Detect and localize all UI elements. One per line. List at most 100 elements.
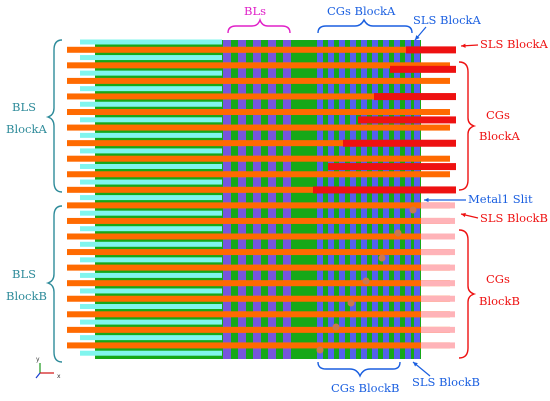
cyan-tab (80, 179, 100, 185)
contact-dot (316, 346, 324, 354)
orange-line (67, 326, 450, 333)
left-brace-a (45, 39, 63, 193)
cyan-tab (80, 288, 100, 294)
bls-label-b: BLS (12, 267, 36, 281)
sls-blocka-bar (374, 93, 456, 101)
bl-stripe (253, 40, 261, 359)
cyan-line (95, 101, 222, 107)
axis-y-label: y (36, 356, 40, 363)
cg-stripe (317, 40, 323, 359)
axis-x-label: x (57, 373, 61, 380)
cgs-right-label-b: CGs (486, 272, 510, 286)
orange-line (67, 186, 450, 193)
cgs-blockb-bottom-label: CGs BlockB (331, 381, 400, 395)
right-brace-a (458, 61, 477, 191)
contact-dot (378, 254, 386, 262)
sls-blockb-tab (421, 342, 455, 349)
sls-blocka-bar (313, 186, 456, 194)
sls-blockb-bottom-label: SLS BlockB (412, 375, 480, 389)
orange-line (67, 217, 450, 224)
cyan-line (95, 55, 222, 61)
orange-line (67, 155, 450, 162)
cyan-tab (80, 163, 100, 169)
cyan-tab (80, 148, 100, 154)
contact-dot (394, 229, 402, 237)
cyan-tab (80, 257, 100, 263)
cyan-line (95, 272, 222, 278)
sls-blockb-tab (421, 249, 455, 256)
sls-blockb-arrow-head (461, 212, 466, 218)
contact-dot (409, 206, 417, 214)
orange-line (67, 124, 450, 131)
cyan-tab (80, 226, 100, 232)
orange-line (67, 93, 450, 100)
sls-blocka-top-arrow-head (415, 35, 420, 40)
sls-blockb-tab (421, 280, 455, 287)
contact-dot (347, 299, 355, 307)
cyan-line (95, 226, 222, 232)
orange-line (67, 233, 450, 240)
orange-line (67, 249, 450, 256)
cg-stripe (350, 40, 356, 359)
cyan-tab (80, 350, 100, 356)
cg-stripe (394, 40, 400, 359)
cyan-line (95, 335, 222, 341)
bls-top-label: BLs (244, 4, 266, 18)
cyan-tab (80, 319, 100, 325)
orange-line (67, 171, 450, 178)
cyan-tab (80, 117, 100, 123)
orange-line (67, 264, 450, 271)
cyan-line (95, 148, 222, 154)
cg-stripe (372, 40, 378, 359)
sls-blockb-tab (421, 326, 455, 333)
orange-line (67, 311, 450, 318)
orange-line (67, 280, 450, 287)
cyan-tab (80, 55, 100, 61)
sls-blocka-bar (343, 139, 456, 147)
cyan-tab (80, 195, 100, 201)
cgs-top-brace (317, 18, 413, 34)
blocka-right-label: BlockA (479, 129, 520, 143)
metal1-slit-label: Metal1 Slit (468, 192, 533, 206)
cgs-right-label-a: CGs (486, 108, 510, 122)
cyan-line (95, 257, 222, 263)
cyan-line (95, 319, 222, 325)
sls-blocka-top-label: SLS BlockA (413, 13, 481, 27)
cyan-line (95, 117, 222, 123)
contact-dot (332, 323, 340, 331)
cyan-tab (80, 86, 100, 92)
orange-line (67, 46, 450, 53)
bls-label-a: BLS (12, 100, 36, 114)
orange-line (67, 295, 450, 302)
cyan-line (95, 304, 222, 310)
sls-blockb-bottom-arrow-head (413, 362, 418, 367)
cyan-line (95, 210, 222, 216)
orange-line (67, 140, 450, 147)
orange-line (67, 109, 450, 116)
cgs-bottom-brace (317, 361, 401, 378)
axis-z-line (35, 372, 41, 379)
bl-stripe (223, 40, 231, 359)
cyan-line (95, 163, 222, 169)
sls-blockb-tab (421, 295, 455, 302)
orange-line (67, 342, 450, 349)
cyan-line (95, 288, 222, 294)
cg-stripe (383, 40, 389, 359)
cyan-line (95, 39, 222, 45)
contact-dot (362, 277, 370, 285)
sls-blocka-bar (406, 46, 456, 54)
cyan-tab (80, 335, 100, 341)
cyan-line (95, 241, 222, 247)
bl-stripe (283, 40, 291, 359)
cyan-line (95, 195, 222, 201)
cyan-tab (80, 272, 100, 278)
blockb-label-left: BlockB (6, 289, 47, 303)
sls-blocka-bar (328, 163, 456, 171)
cg-stripe (339, 40, 345, 359)
right-brace-b (458, 229, 477, 359)
orange-line (67, 62, 450, 69)
sls-blockb-tab (421, 311, 455, 318)
sls-blockb-tab (421, 233, 455, 240)
cyan-line (95, 350, 222, 356)
